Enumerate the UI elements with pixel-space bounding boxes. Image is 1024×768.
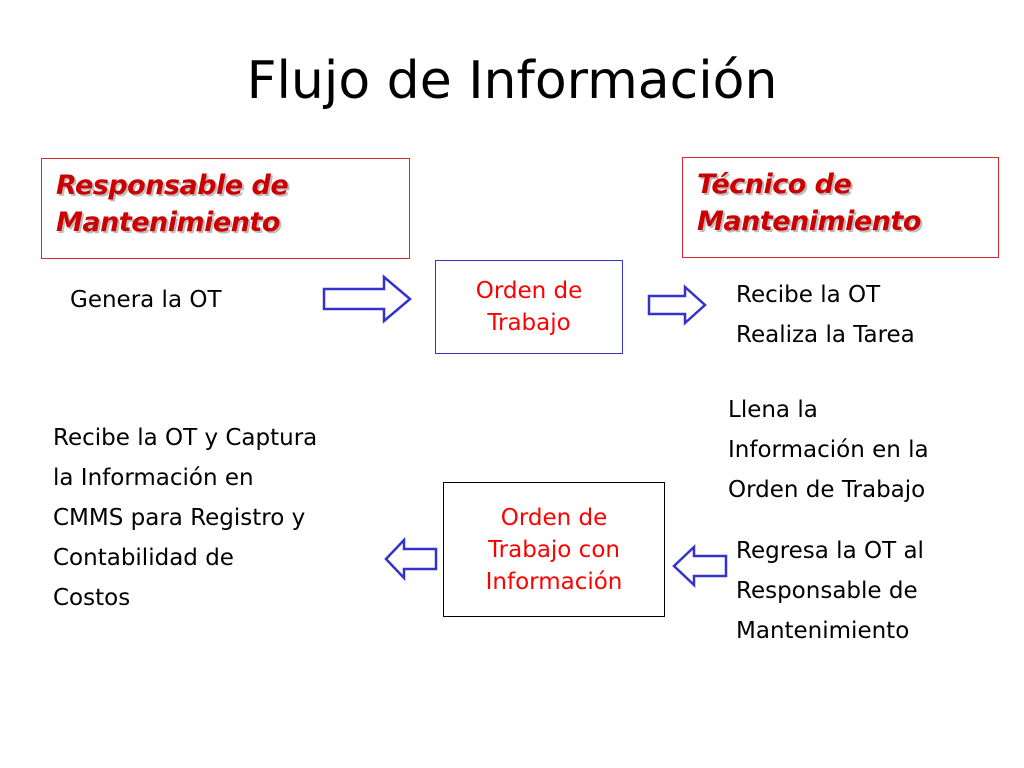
recibe-realiza-line-2: Realiza la Tarea — [736, 322, 915, 348]
orden-trabajo-informacion-box: Orden de Trabajo con Información — [443, 482, 665, 617]
regresa-line-3: Mantenimiento — [736, 618, 910, 644]
arrow-left-icon — [384, 536, 438, 582]
captura-line-1: Recibe la OT y Captura — [53, 425, 318, 451]
responsable-mantenimiento-box: Responsable de Mantenimiento — [41, 158, 410, 259]
captura-line-2: la Información en — [53, 465, 254, 491]
recibe-realiza-text: Recibe la OT Realiza la Tarea — [736, 275, 915, 355]
captura-cmms-text: Recibe la OT y Captura la Información en… — [53, 418, 317, 618]
page-title: Flujo de Información — [246, 51, 778, 111]
tecnico-line-1: Técnico de — [697, 169, 852, 200]
llena-informacion-text: Llena la Información en la Orden de Trab… — [728, 390, 929, 510]
arrow-right-icon — [647, 284, 707, 326]
arrow-left-icon — [672, 544, 728, 588]
orden-info-line-3: Información — [485, 568, 623, 595]
regresa-line-2: Responsable de — [736, 578, 918, 604]
regresa-ot-text: Regresa la OT al Responsable de Mantenim… — [736, 531, 924, 651]
llena-line-1: Llena la — [728, 397, 818, 423]
genera-ot-text: Genera la OT — [70, 287, 222, 313]
recibe-realiza-line-1: Recibe la OT — [736, 282, 881, 308]
captura-line-5: Costos — [53, 585, 131, 611]
arrow-right-icon — [322, 274, 412, 324]
captura-line-3: CMMS para Registro y — [53, 505, 306, 531]
orden-trabajo-box: Orden de Trabajo — [435, 260, 623, 354]
responsable-line-1: Responsable de — [56, 170, 289, 201]
captura-line-4: Contabilidad de — [53, 545, 234, 571]
tecnico-line-2: Mantenimiento — [697, 206, 921, 237]
orden-trabajo-line-1: Orden de — [475, 278, 583, 304]
llena-line-2: Información en la — [728, 437, 929, 463]
orden-trabajo-line-2: Trabajo — [487, 310, 571, 336]
orden-info-line-2: Trabajo con — [488, 536, 620, 563]
regresa-line-1: Regresa la OT al — [736, 538, 924, 564]
orden-info-line-1: Orden de — [500, 504, 608, 531]
llena-line-3: Orden de Trabajo — [728, 477, 926, 503]
responsable-line-2: Mantenimiento — [56, 207, 280, 238]
tecnico-mantenimiento-box: Técnico de Mantenimiento — [682, 157, 999, 258]
